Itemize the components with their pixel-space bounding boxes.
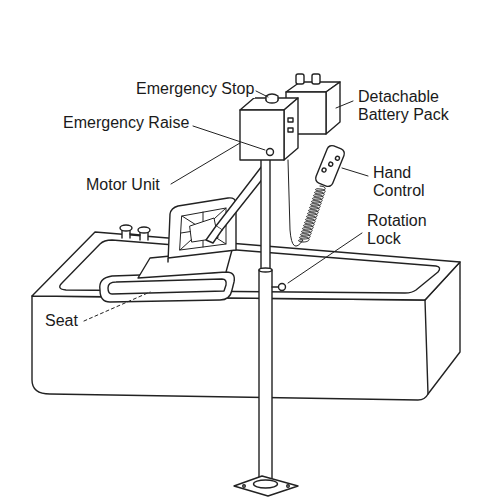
part-label: Motor Unit [85,176,161,194]
coiled-cord [288,160,325,246]
part-label: Hand Control [372,164,446,200]
base-plate [234,476,298,496]
part-label: Detachable Battery Pack [357,88,471,124]
bathtub [32,232,460,400]
hand-control [314,144,346,188]
part-label: Rotation Lock [366,212,448,248]
lift-column [259,150,286,482]
part-label: Seat [44,312,79,330]
bath-taps [120,225,150,240]
lift-arm [206,166,268,243]
seat [100,198,236,302]
part-label: Emergency Stop [135,80,255,98]
motor-unit [240,94,298,160]
part-label: Emergency Raise [62,114,190,132]
